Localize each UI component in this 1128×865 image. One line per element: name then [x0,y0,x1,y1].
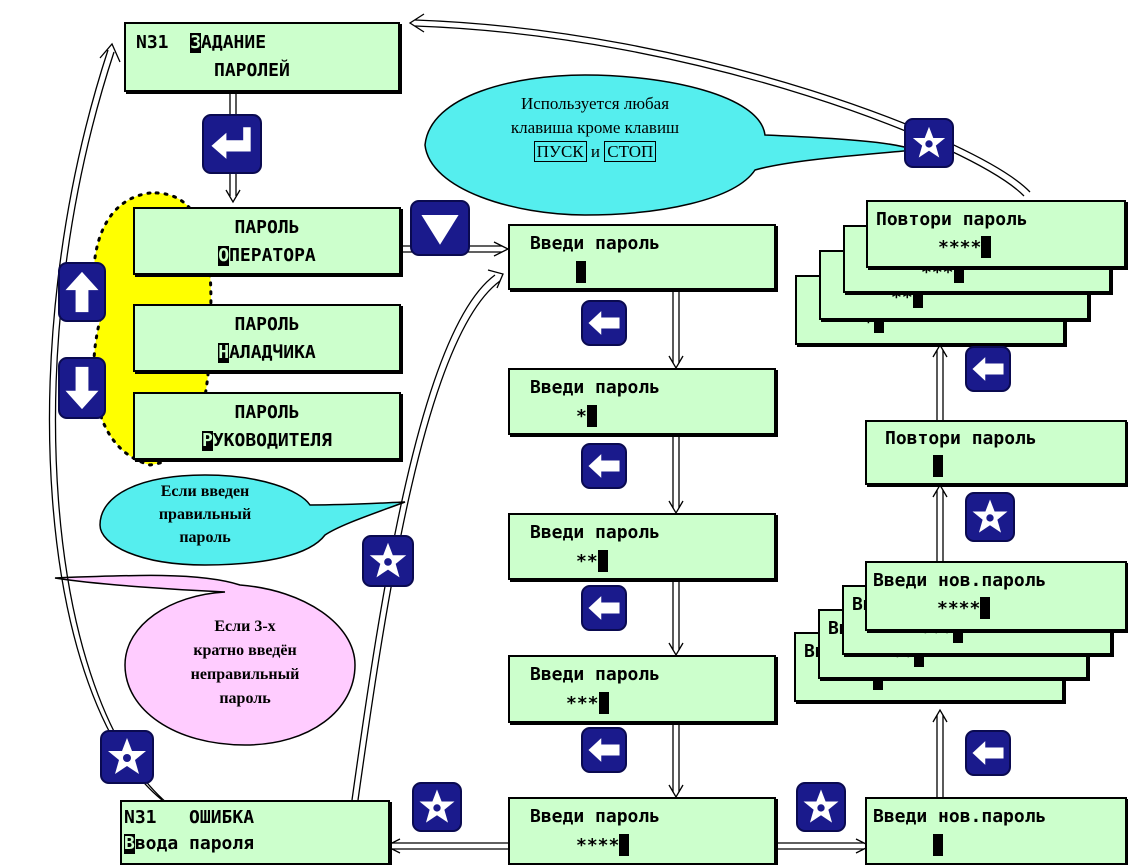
cursor-block [598,692,609,714]
callout-wrong-line4: пароль [219,690,271,707]
menu-item-rukovoditel[interactable]: ПАРОЛЬ РУКОВОДИТЕЛЯ [133,392,401,460]
cursor-block [980,597,991,619]
screen-vvedi-2: Введи пароль ** [508,513,776,580]
screen-vvedi-2-line1: Введи пароль [530,522,661,543]
cursor-block [872,668,883,690]
screen-vvedi-3: Введи пароль *** [508,655,776,723]
left-arrow-key-icon [581,585,627,631]
cursor-block [586,405,597,427]
callout-any-key-line1: Используется любая [520,94,670,113]
menu-item-operator[interactable]: ПАРОЛЬ ОПЕРАТОРА [133,207,401,275]
screen-povtori-4-line2: **** [938,237,982,258]
cursor-char: О [218,245,230,266]
callout-wrong-line3: неправильный [190,666,300,683]
cursor-char: З [190,32,202,53]
cursor-block [981,236,992,258]
callout-any-key-line2: клавиша кроме клавиш [510,118,680,137]
screen-nov-0: Введи нов.пароль [865,797,1127,865]
key-pusk-label: ПУСК [533,141,587,162]
left-arrow-key-icon [581,443,627,489]
screen-vvedi-4-line1: Введи пароль [530,806,661,827]
callout-wrong-line2: кратно введён [193,642,297,659]
screen-povtori-0: Повтори пароль [865,420,1127,485]
star-key-icon [412,782,462,832]
screen-nov-4-line2: **** [937,598,981,619]
screen-povtori-4: Повтори пароль **** [866,200,1126,268]
cursor-block [933,455,943,477]
enter-key-icon [202,114,262,174]
screen-oshibka-line2: вода пароля [134,833,255,854]
down-arrow-key-icon [58,357,106,419]
cursor-block [952,621,963,643]
menu-item-rukovoditel-line2: УКОВОДИТЕЛЯ [212,430,333,451]
left-arrow-key-icon [965,730,1011,776]
left-arrow-key-icon [581,727,627,773]
screen-vvedi-1-line2: * [576,406,587,427]
screen-povtori-0-line1: Повтори пароль [885,428,1037,449]
screen-oshibka: N31 ОШИБКА Ввода пароля [120,800,390,865]
menu-item-rukovoditel-line1: ПАРОЛЬ [234,402,300,423]
screen-vvedi-3-line2: *** [566,693,599,714]
cursor-block [913,645,924,667]
callout-wrong: Если 3-х кратно введён неправильный паро… [160,615,330,711]
star-key-icon [100,730,154,784]
down-arrow-key-icon [410,200,470,256]
callout-any-key: Используется любая клавиша кроме клавиш … [470,92,720,164]
cursor-block [953,261,964,283]
screen-vvedi-0: Введи пароль [508,224,776,290]
callout-correct-line3: пароль [179,529,231,546]
callout-any-key-conj: и [590,142,601,161]
callout-correct-line2: правильный [158,506,252,523]
screen-nov-4-line1: Введи нов.пароль [873,570,1047,591]
screen-vvedi-4: Введи пароль **** [508,797,776,865]
screen-povtori-back3-line2: * [863,312,874,333]
screen-nov-back3-line2: * [862,669,873,690]
callout-correct-line1: Если введен [160,483,250,500]
screen-zadanie-title: АДАНИЕ [201,32,267,53]
star-key-icon [965,492,1015,542]
left-arrow-key-icon [581,300,627,346]
star-key-icon [904,118,954,168]
screen-zadanie-line2: ПАРОЛЕЙ [214,60,290,81]
menu-item-naladchik[interactable]: ПАРОЛЬ НАЛАДЧИКА [133,304,401,372]
menu-item-naladchik-line2: АЛАДЧИКА [229,342,316,363]
left-arrow-key-icon [965,346,1011,392]
star-key-icon [362,535,414,587]
star-key-icon [796,782,846,832]
callout-wrong-line1: Если 3-х [214,618,276,635]
screen-nov-4: Введи нов.пароль **** [865,561,1127,631]
menu-item-naladchik-line1: ПАРОЛЬ [234,314,300,335]
cursor-block [597,550,608,572]
screen-vvedi-1-line1: Введи пароль [530,377,661,398]
screen-vvedi-0-line1: Введи пароль [530,233,661,254]
screen-vvedi-1: Введи пароль * [508,368,776,435]
screen-vvedi-3-line1: Введи пароль [530,664,661,685]
cursor-char: В [124,833,135,854]
screen-zadanie-code: N31 [136,32,191,53]
cursor-char: Н [218,342,230,363]
screen-zadanie-paroley: N31 ЗАДАНИЕ ПАРОЛЕЙ [124,22,400,92]
screen-vvedi-2-line2: ** [576,551,598,572]
cursor-block [619,834,630,856]
screen-nov-0-line1: Введи нов.пароль [873,806,1047,827]
up-arrow-key-icon [58,262,106,322]
screen-vvedi-4-line2: **** [576,835,620,856]
cursor-block [933,834,943,856]
callout-correct-bubble [99,474,406,566]
cursor-block [873,311,884,333]
callout-any-key-bubble [424,74,916,216]
screen-povtori-4-line1: Повтори пароль [876,209,1028,230]
cursor-block [576,261,586,283]
callout-wrong-bubble [54,574,356,746]
menu-item-operator-line2: ПЕРАТОРА [229,245,316,266]
key-stop-label: СТОП [604,141,657,162]
screen-oshibka-line1: N31 ОШИБКА [124,807,255,828]
callout-correct: Если введен правильный пароль [135,480,275,549]
menu-item-operator-line1: ПАРОЛЬ [234,217,300,238]
cursor-block [912,286,923,308]
cursor-char: Р [201,430,213,451]
